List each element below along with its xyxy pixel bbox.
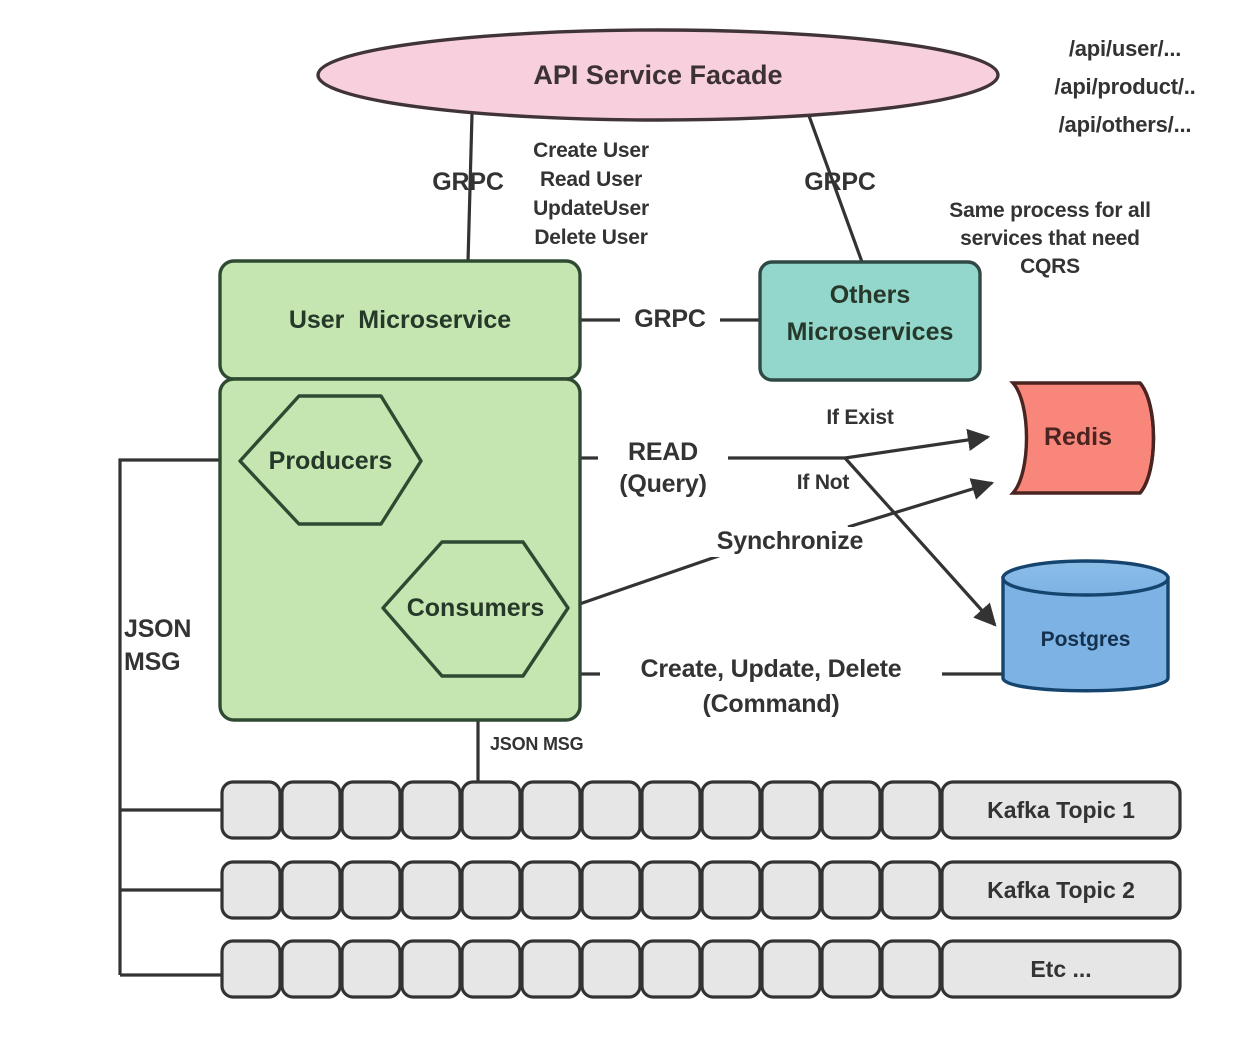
others-microservices-box [758, 260, 982, 382]
kafka-cell [340, 780, 402, 840]
crud-delete-user-label: Delete User [534, 226, 648, 249]
kafka-cell [400, 939, 462, 999]
kafka-topic-label-cell [940, 860, 1182, 920]
kafka-cell [580, 939, 642, 999]
grpc-left-label: GRPC [432, 168, 504, 196]
crud-read-user-label: Read User [539, 168, 643, 191]
kafka-cell [880, 939, 942, 999]
if-not-label: If Not [796, 471, 850, 494]
kafka-cell [760, 860, 822, 920]
grpc-middle-label: GRPC [634, 305, 706, 333]
kafka-cell [700, 780, 762, 840]
kafka-topic-label-cell [940, 780, 1182, 840]
kafka-cell [280, 780, 342, 840]
kafka-cell [820, 780, 882, 840]
kafka-topic-label-cell [940, 939, 1182, 999]
kafka-topic-row-3 [220, 939, 1182, 999]
redis-cylinder [1009, 381, 1156, 495]
kafka-cell [760, 939, 822, 999]
kafka-topic-row-1 [220, 780, 1182, 840]
redis-cylinder-cap [1138, 381, 1156, 495]
command-label-line1: Create, Update, Delete [600, 655, 942, 685]
kafka-cell [700, 860, 762, 920]
read-query-label-line2: (Query) [619, 470, 707, 498]
edge-synchronize-seg1 [567, 550, 731, 610]
kafka-cell [640, 780, 702, 840]
kafka-cell [520, 780, 582, 840]
kafka-topic-row-2 [220, 860, 1182, 920]
api-path-user-label: /api/user/... [1068, 36, 1182, 61]
api-service-facade-node [316, 28, 1000, 122]
grpc-right-label: GRPC [804, 168, 876, 196]
json-msg-left-label-line1: JSON [124, 615, 192, 643]
api-path-others-label: /api/others/... [1058, 112, 1192, 137]
kafka-cell [520, 939, 582, 999]
user-microservice-box [218, 259, 582, 381]
json-msg-left-label-line2: MSG [124, 648, 181, 676]
kafka-cell [880, 860, 942, 920]
kafka-cell [760, 780, 822, 840]
kafka-cell [400, 780, 462, 840]
kafka-cell [820, 939, 882, 999]
postgres-cylinder [1001, 576, 1170, 693]
kafka-cell [460, 939, 522, 999]
crud-create-user-label: Create User [533, 139, 649, 162]
kafka-cell [640, 860, 702, 920]
edge-if-exist-to-redis [844, 428, 991, 460]
cqrs-note-line1: Same process for all [949, 199, 1151, 222]
kafka-cell [280, 939, 342, 999]
edge-if-not-to-postgres [843, 456, 997, 627]
kafka-cell [220, 780, 282, 840]
kafka-cell [280, 860, 342, 920]
kafka-cell [220, 860, 282, 920]
read-query-label-line1: READ [598, 438, 728, 468]
cqrs-note-line3: CQRS [1020, 255, 1080, 278]
kafka-cell [820, 860, 882, 920]
edge-synchronize-seg2 [847, 478, 995, 529]
postgres-cylinder-top [1001, 559, 1170, 597]
command-label-line2: (Command) [702, 690, 840, 718]
consumers-hexagon [381, 540, 570, 678]
kafka-cell [460, 780, 522, 840]
kafka-cell [340, 939, 402, 999]
json-msg-bottom-label: JSON MSG [490, 734, 584, 754]
kafka-cell [460, 860, 522, 920]
if-exist-label: If Exist [826, 406, 894, 429]
crud-update-user-label: UpdateUser [533, 197, 649, 220]
kafka-cell [220, 939, 282, 999]
edge-producers-to-bracket [118, 458, 237, 975]
synchronize-label: Synchronize [690, 527, 890, 557]
kafka-cell [580, 860, 642, 920]
kafka-cell [520, 860, 582, 920]
edge-facade-to-user [466, 113, 474, 263]
kafka-cell [880, 780, 942, 840]
kafka-cell [700, 939, 762, 999]
api-path-product-label: /api/product/.. [1054, 74, 1196, 99]
edge-facade-to-others [806, 112, 864, 263]
kafka-cell [400, 860, 462, 920]
kafka-cell [640, 939, 702, 999]
kafka-cell [340, 860, 402, 920]
producers-hexagon [238, 394, 423, 526]
cqrs-note-line2: services that need [960, 227, 1140, 250]
kafka-cell [580, 780, 642, 840]
